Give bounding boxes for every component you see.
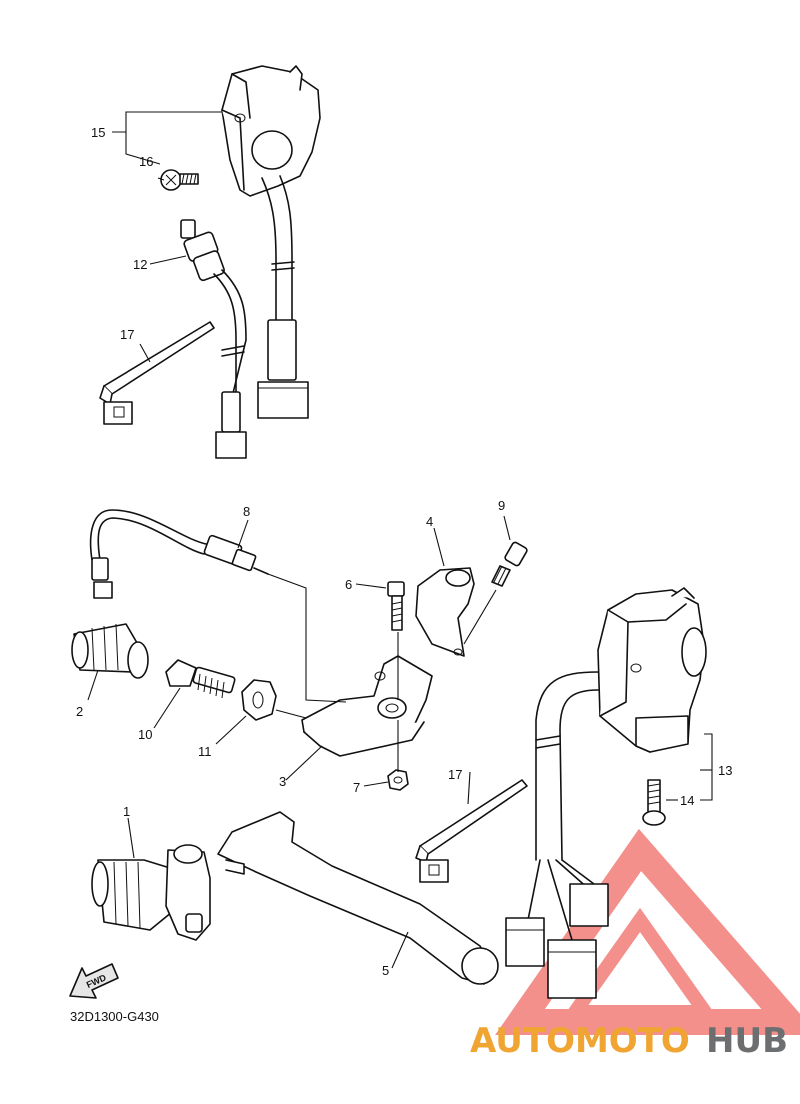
- lever-holder-icon: [301, 655, 433, 757]
- watermark-text: AUTOMOTO HUB: [470, 1021, 788, 1061]
- watermark-dark-text: HUB: [706, 1021, 788, 1061]
- callout-labels: 15 16 12 17 8 4 9 6 2 10 11 3 7 17 13 14…: [76, 125, 732, 978]
- screw-icon: [160, 169, 199, 191]
- callout-11: 11: [198, 744, 212, 759]
- clutch-switch-icon: [89, 509, 269, 599]
- fwd-arrow-icon: FWD: [69, 963, 119, 999]
- locknut-icon: [241, 679, 277, 721]
- callout-13: 13: [718, 763, 732, 778]
- nut-icon: [387, 769, 409, 791]
- watermark-accent-text: AUTOMOTO: [470, 1021, 690, 1061]
- bolt-icon: [642, 779, 666, 826]
- callout-15: 15: [91, 125, 105, 140]
- screw-icon: [491, 541, 528, 587]
- callout-17-top: 17: [120, 327, 134, 342]
- callout-4: 4: [426, 514, 433, 529]
- callout-16: 16: [139, 154, 153, 169]
- lever-holder-icon: [415, 567, 475, 657]
- callout-2: 2: [76, 704, 83, 719]
- leader-lines: [87, 111, 713, 969]
- clutch-lever-icon: [217, 811, 499, 985]
- bolt-icon: [387, 581, 405, 631]
- wire-harness-icon: [180, 219, 247, 459]
- diagram-code: 32D1300-G430: [70, 1009, 159, 1024]
- callout-7: 7: [353, 780, 360, 795]
- rubber-cover-icon: [71, 623, 149, 679]
- callout-10: 10: [138, 727, 152, 742]
- cable-tie-icon: [99, 321, 215, 425]
- callout-14: 14: [680, 793, 694, 808]
- adjuster-bolt-icon: [165, 659, 236, 699]
- callout-6: 6: [345, 577, 352, 592]
- callout-5: 5: [382, 963, 389, 978]
- callout-12: 12: [133, 257, 147, 272]
- right-handlebar-switch-icon: [505, 587, 707, 999]
- callout-1: 1: [123, 804, 130, 819]
- watermark-logo-icon: [495, 828, 800, 1035]
- cable-tie-icon: [415, 779, 528, 883]
- left-handlebar-switch-icon: [221, 65, 321, 419]
- callout-8: 8: [243, 504, 250, 519]
- callout-9: 9: [498, 498, 505, 513]
- cable-adjuster-icon: [91, 844, 211, 941]
- callout-17-bottom: 17: [448, 767, 462, 782]
- callout-3: 3: [279, 774, 286, 789]
